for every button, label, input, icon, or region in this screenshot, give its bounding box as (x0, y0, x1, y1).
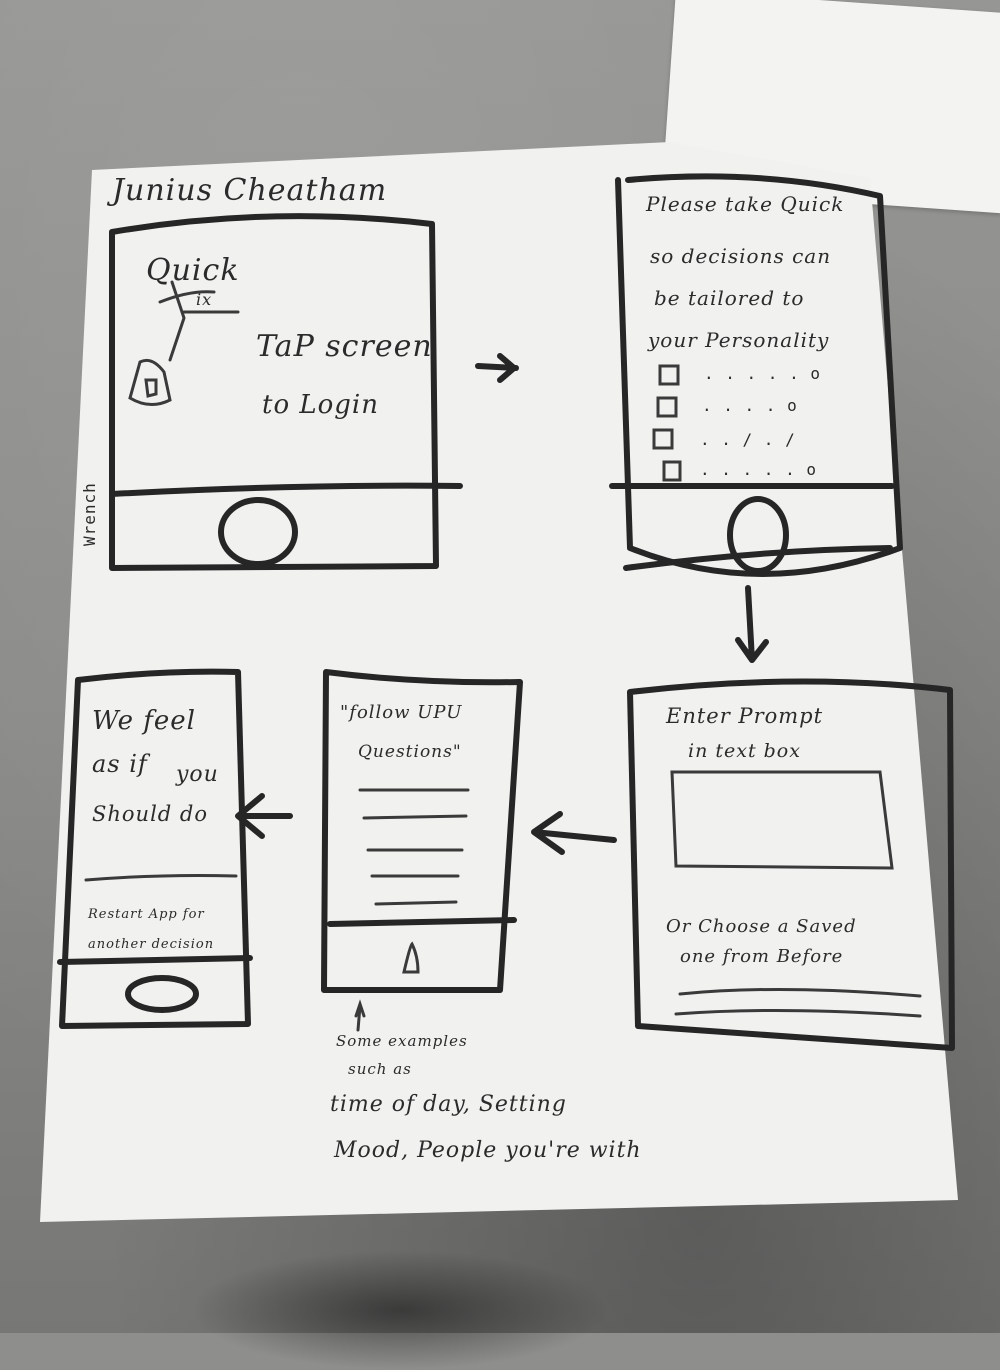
screen2-checkbox-4 (662, 460, 682, 482)
sketch-drawing (40, 142, 958, 1222)
screen3-saved-line1: Or Choose a Saved (666, 916, 857, 937)
screen1-frame (109, 213, 439, 571)
phone-shadow (190, 1250, 610, 1370)
screen5-home-button (125, 975, 199, 1013)
screen2-line3: be tailored to (654, 286, 805, 310)
screen5-line4: Should do (92, 802, 208, 826)
screen4-title-line2: Questions" (358, 742, 462, 762)
note-arrow (354, 999, 366, 1032)
screen4-line-5 (374, 900, 458, 906)
arrow-screen4-to-screen5 (235, 793, 293, 839)
screen2-quiz-row-4: . . . . . o (700, 460, 817, 479)
screen5-frame (59, 668, 251, 1029)
note-line3: time of day, Setting (330, 1092, 567, 1117)
screen2-line1: Please take Quick (646, 192, 845, 216)
screen3-saved-line2: one from Before (680, 946, 844, 967)
screen3-saved-line-1 (678, 987, 922, 998)
screen1-logo-top: Quick (146, 253, 240, 288)
screen1-divider (109, 482, 463, 497)
screen2-frame (615, 173, 903, 577)
screen2-checkbox-3 (652, 428, 674, 450)
screen2-line4: your Personality (648, 328, 830, 352)
arrow-screen3-to-screen4 (531, 811, 617, 855)
screen5-line1: We feel (92, 706, 196, 736)
screen4-title-line1: "follow UPU (340, 702, 463, 723)
note-line4: Mood, People you're with (334, 1138, 642, 1163)
screen5-footer-line2: another decision (88, 937, 215, 952)
arrow-screen2-to-screen3 (735, 585, 769, 663)
screen5-line3: you (176, 762, 219, 787)
arrow-screen1-to-screen2 (475, 353, 519, 383)
screen1-logo-bottom: ix (196, 290, 213, 309)
side-note: Wrench (80, 482, 99, 546)
screen3-text-box (670, 770, 894, 870)
screen5-divider (57, 955, 253, 965)
screen2-quiz-row-1: . . . . . o (704, 364, 821, 383)
screen2-checkbox-1 (658, 364, 680, 386)
screen2-line2: so decisions can (650, 244, 832, 268)
screen5-footer-line1: Restart App for (88, 907, 205, 922)
screen4-home-button (402, 941, 420, 974)
screen1-tap-line1: TaP screen (256, 329, 433, 364)
screen2-home-button (727, 496, 789, 574)
screen1-home-button (218, 497, 298, 567)
sketch-paper: Junius Cheatham Wrench Quick ix TaP scre… (40, 142, 958, 1222)
screen3-frame (627, 678, 955, 1051)
screen1-hand-doodle (128, 280, 240, 406)
screen3-title-line2: in text box (688, 740, 801, 762)
screen5-content-divider (84, 874, 238, 882)
screen1-finger-doodle (144, 378, 158, 398)
screen2-quiz-row-3: . . / . / (700, 430, 796, 449)
screen4-divider (327, 917, 517, 927)
author-name: Junius Cheatham (112, 173, 388, 208)
screen2-checkbox-2 (656, 396, 678, 418)
note-line1: Some examples (336, 1032, 468, 1050)
screen4-line-2 (362, 814, 468, 820)
screen4-frame (321, 669, 523, 993)
screen2-quiz-row-2: . . . . o (702, 396, 798, 415)
screen3-title-line1: Enter Prompt (666, 704, 824, 728)
screen5-line2: as if (92, 750, 148, 778)
screen2-bottom-line (623, 545, 893, 571)
screen3-saved-line-2 (674, 1008, 922, 1018)
note-line2: such as (348, 1060, 412, 1078)
screen1-tap-line2: to Login (262, 390, 379, 420)
